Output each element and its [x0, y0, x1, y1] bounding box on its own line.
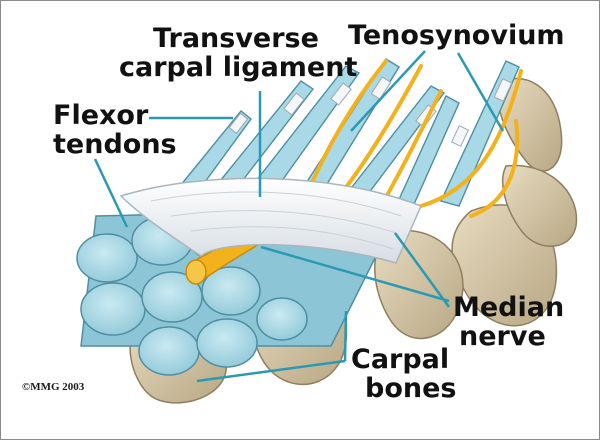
tenosynovium-label: Tenosynovium: [348, 21, 565, 50]
carpal-label-line-1: Carpal: [351, 345, 456, 374]
carpal-bones-label: Carpal bones: [351, 345, 456, 403]
carpal-label-line-2: bones: [351, 374, 456, 403]
flexor-tendons-label: Flexor tendons: [53, 101, 177, 159]
median-label-line-2: nerve: [453, 322, 564, 351]
median-nerve-label: Median nerve: [453, 293, 564, 351]
transverse-label-line-2: carpal ligament: [119, 53, 353, 82]
copyright-text: ©MMG 2003: [22, 381, 84, 393]
flexor-label-line-2: tendons: [53, 130, 177, 159]
flexor-label-line-1: Flexor: [53, 101, 177, 130]
transverse-carpal-ligament-label: Transverse carpal ligament: [119, 24, 353, 82]
median-label-line-1: Median: [453, 293, 564, 322]
transverse-label-line-1: Transverse: [119, 24, 353, 53]
